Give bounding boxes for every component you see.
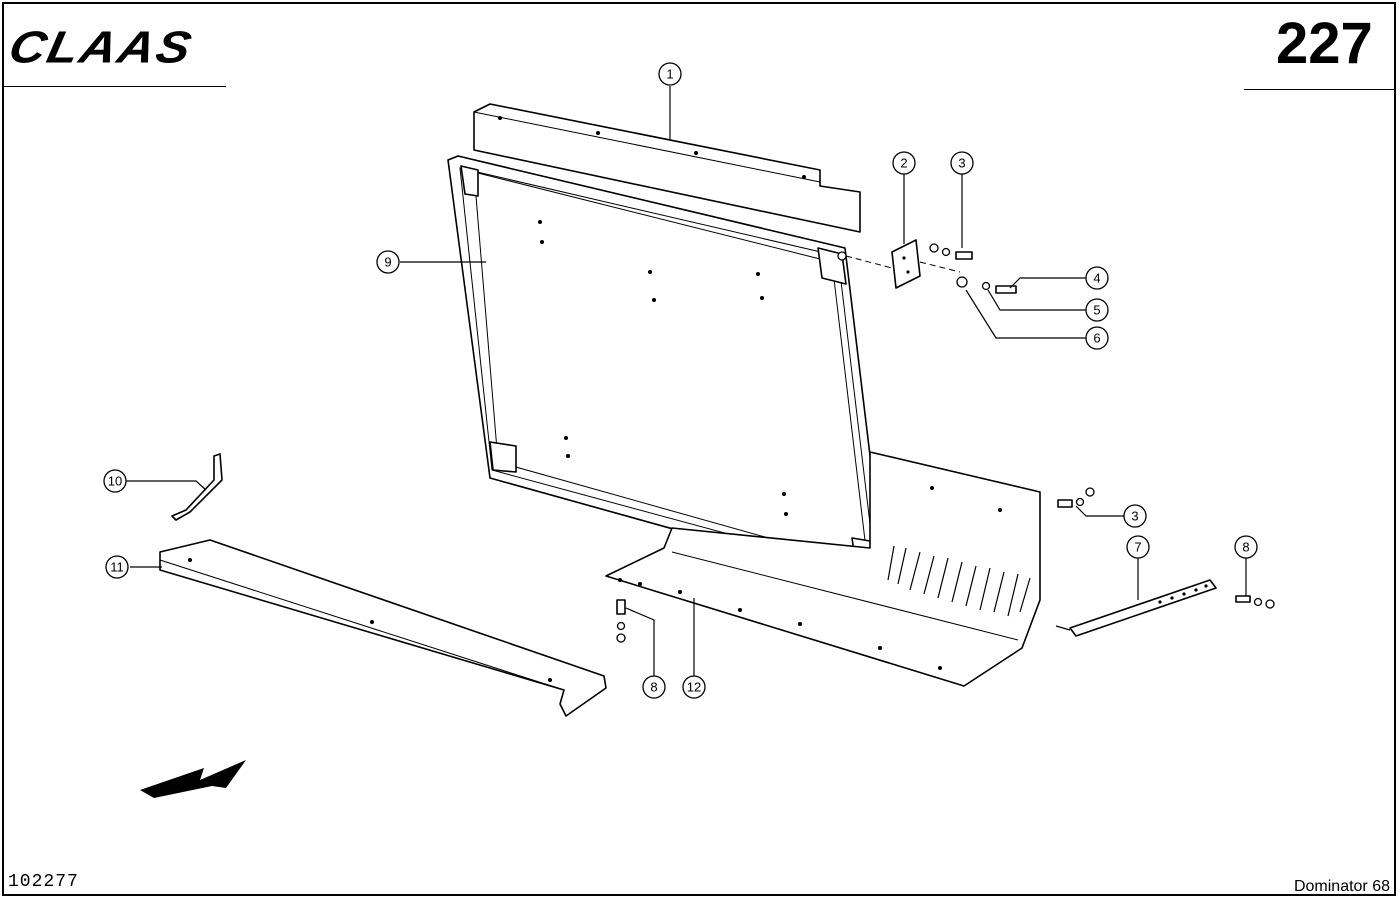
callout-12: 12: [682, 675, 706, 699]
callout-label: 4: [1093, 271, 1100, 286]
callout-label: 10: [108, 474, 122, 489]
callout-11: 11: [105, 555, 129, 579]
callout-label: 9: [384, 255, 391, 270]
callout-label: 8: [1242, 540, 1249, 555]
callout-6: 6: [1085, 326, 1109, 350]
callout-label: 3: [958, 156, 965, 171]
callout-label: 7: [1134, 540, 1141, 555]
callout-label: 11: [110, 560, 124, 575]
fastener-cluster-top: [929, 243, 1017, 294]
leader-lines: [126, 86, 1247, 676]
callout-8-right: 8: [1234, 535, 1258, 559]
fastener-cluster-strap: [1235, 595, 1275, 609]
callout-8-bottom: 8: [642, 675, 666, 699]
model-name: Dominator 68: [1293, 878, 1390, 895]
fastener-vertical: [616, 599, 626, 643]
callout-label: 2: [900, 156, 907, 171]
callout-3-right: 3: [1123, 504, 1147, 528]
callout-1: 1: [658, 62, 682, 86]
teeth-row: [887, 545, 1031, 617]
callout-label: 6: [1093, 331, 1100, 346]
page-number: 227: [1276, 11, 1373, 76]
fastener-cluster-right: [1057, 487, 1095, 508]
callout-5: 5: [1085, 298, 1109, 322]
callout-label: 12: [687, 680, 701, 695]
callout-10: 10: [103, 469, 127, 493]
callout-2: 2: [892, 151, 916, 175]
callout-9: 9: [376, 250, 400, 274]
direction-arrow-icon: [140, 760, 246, 798]
callout-3: 3: [950, 151, 974, 175]
header-rule-right: [1244, 89, 1394, 90]
part-channel-rail: [159, 539, 607, 717]
header-rule-left: [2, 86, 226, 87]
drawing-number: 102277: [8, 872, 79, 892]
part-base-plate: [605, 451, 1041, 687]
callout-label: 1: [666, 67, 673, 82]
part-slotted-strap: [1055, 579, 1217, 637]
part-support-bracket: [171, 453, 223, 521]
callout-label: 8: [650, 680, 657, 695]
callout-7: 7: [1126, 535, 1150, 559]
part-top-cover-strip: [473, 103, 861, 233]
callout-label: 5: [1093, 303, 1100, 318]
callout-label: 3: [1131, 509, 1138, 524]
part-bracket-plate: [845, 239, 961, 289]
callout-4: 4: [1085, 266, 1109, 290]
